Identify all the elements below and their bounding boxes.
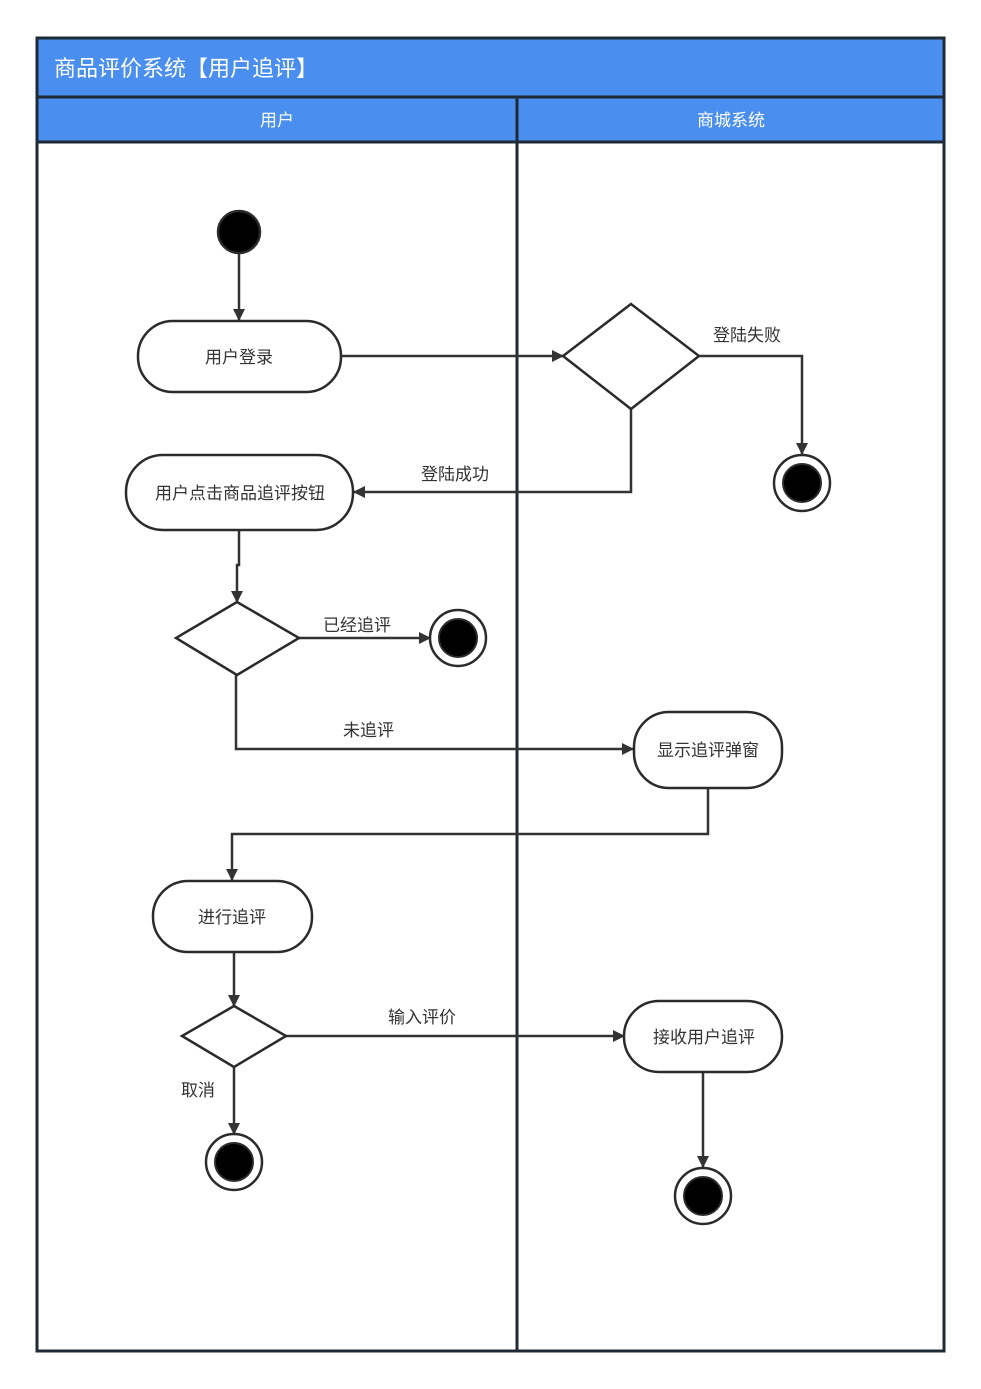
action-receive-followup[interactable]: 接收用户追评 xyxy=(622,999,784,1074)
decision-login-check[interactable] xyxy=(560,302,702,411)
action-do-followup-label: 进行追评 xyxy=(198,908,266,928)
action-do-followup[interactable]: 进行追评 xyxy=(151,879,314,954)
edge-login-success xyxy=(353,409,633,498)
swimlane-frame: 商品评价系统【用户追评】 用户 商城系统 xyxy=(35,36,946,1353)
edge-login-fail xyxy=(699,354,808,455)
action-click-followup[interactable]: 用户点击商品追评按钮 xyxy=(124,453,355,532)
edge-labels: 登陆失败 登陆成功 已经追评 未追评 输入评价 取消 xyxy=(181,326,781,1101)
action-login-label: 用户登录 xyxy=(205,348,273,368)
title-bar xyxy=(35,36,946,99)
initial-node[interactable] xyxy=(216,209,262,255)
lane-label-user: 用户 xyxy=(260,111,294,131)
lane-body-mall xyxy=(515,140,946,1353)
edges xyxy=(226,253,808,1168)
final-node-already-followed[interactable] xyxy=(428,608,488,668)
edge-label-login-fail: 登陆失败 xyxy=(713,326,781,346)
edge-label-cancel: 取消 xyxy=(181,1081,215,1101)
edge-label-already-followed: 已经追评 xyxy=(323,616,391,636)
final-node-received[interactable] xyxy=(673,1166,733,1226)
edge-click-to-check xyxy=(231,530,243,603)
final-node-login-fail[interactable] xyxy=(772,453,832,513)
edge-label-input-review: 输入评价 xyxy=(388,1008,456,1028)
action-show-popup[interactable]: 显示追评弹窗 xyxy=(632,710,784,790)
action-receive-followup-label: 接收用户追评 xyxy=(653,1028,755,1048)
edge-label-login-success: 登陆成功 xyxy=(421,465,489,485)
action-login[interactable]: 用户登录 xyxy=(136,319,343,394)
edge-label-not-followed: 未追评 xyxy=(343,721,394,741)
final-node-cancel[interactable] xyxy=(204,1132,264,1192)
nodes: 用户登录 用户点击商品追评按钮 显示追评弹窗 进行追评 xyxy=(124,209,832,1226)
action-click-followup-label: 用户点击商品追评按钮 xyxy=(155,484,325,504)
decision-followup-check[interactable] xyxy=(173,600,302,677)
diagram-title: 商品评价系统【用户追评】 xyxy=(54,57,318,82)
lane-label-mall: 商城系统 xyxy=(697,111,765,131)
action-show-popup-label: 显示追评弹窗 xyxy=(657,741,759,761)
edge-not-followed xyxy=(234,675,634,755)
decision-input-check[interactable] xyxy=(179,1004,289,1069)
edge-popup-to-followup xyxy=(226,788,710,881)
